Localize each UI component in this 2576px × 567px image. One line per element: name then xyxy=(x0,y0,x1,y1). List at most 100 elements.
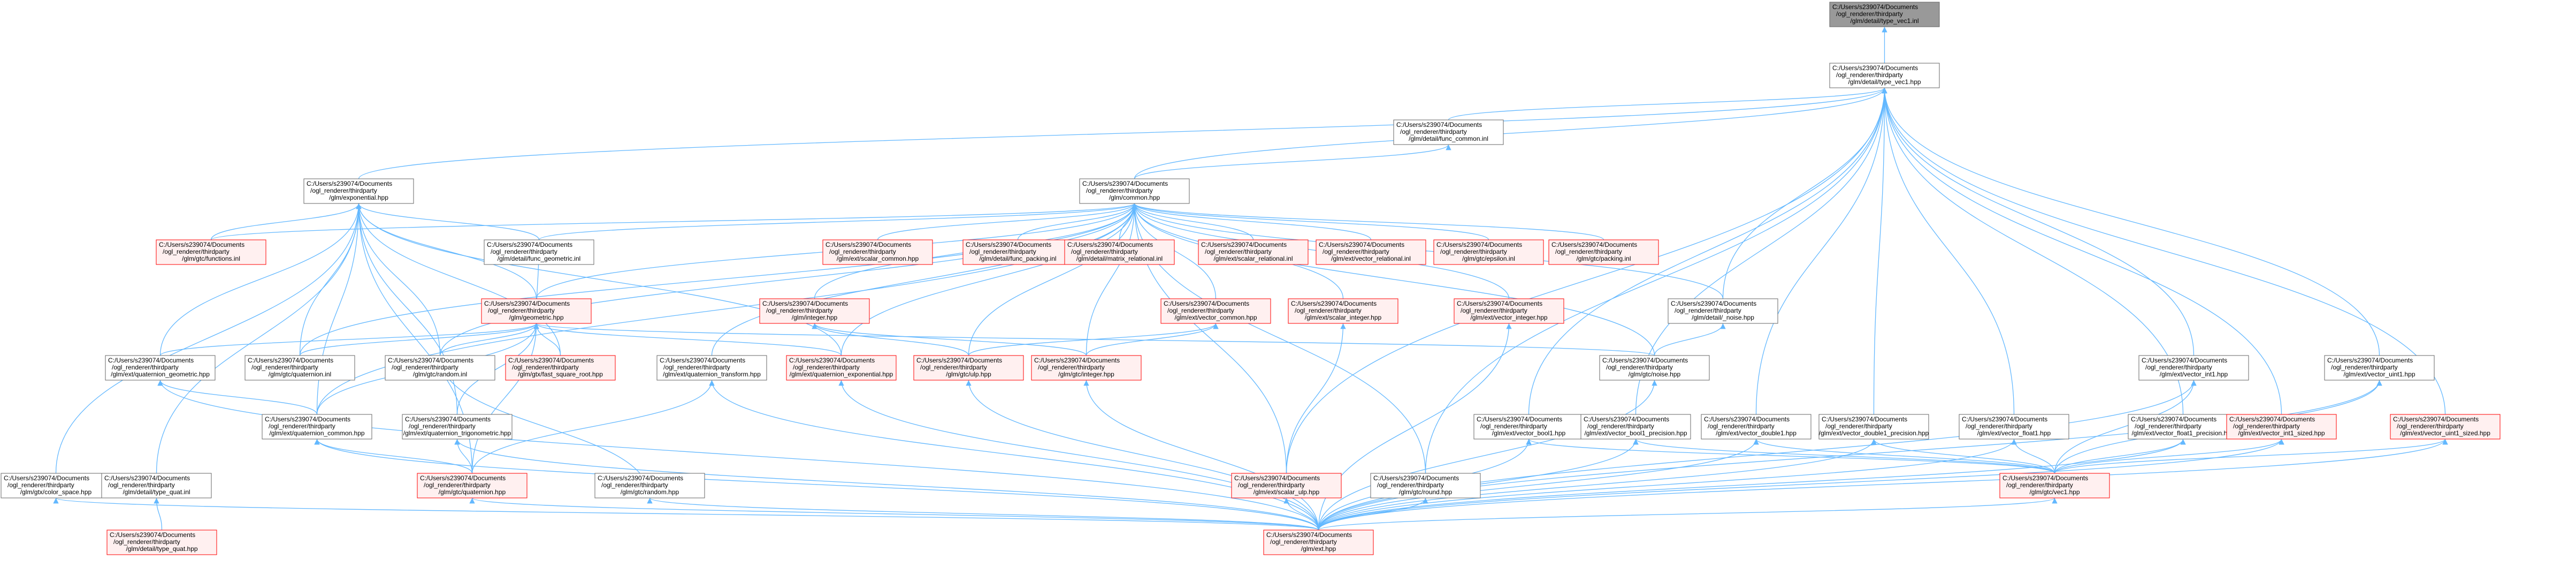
file-node[interactable]: C:/Users/s239074/Documents/ogl_renderer/… xyxy=(1263,530,1374,555)
dependency-edge xyxy=(1318,439,1877,531)
file-node[interactable]: C:/Users/s239074/Documents/ogl_renderer/… xyxy=(786,355,897,381)
dependency-edge xyxy=(1318,380,1657,531)
file-node-label-line: C:/Users/s239074/Documents xyxy=(1436,241,1522,248)
file-node[interactable]: C:/Users/s239074/Documents/ogl_renderer/… xyxy=(2390,414,2501,440)
file-node[interactable]: C:/Users/s239074/Documents/ogl_renderer/… xyxy=(962,239,1073,265)
file-node[interactable]: C:/Users/s239074/Documents/ogl_renderer/… xyxy=(1198,239,1309,265)
file-node-label-line: C:/Users/s239074/Documents xyxy=(2002,474,2088,482)
file-node[interactable]: C:/Users/s239074/Documents/ogl_renderer/… xyxy=(101,473,212,498)
file-node[interactable]: C:/Users/s239074/Documents/ogl_renderer/… xyxy=(2226,414,2337,440)
dependency-edge xyxy=(1882,87,2282,415)
file-node[interactable]: C:/Users/s239074/Documents/ogl_renderer/… xyxy=(1079,178,1190,204)
dependency-edge xyxy=(1448,87,1887,120)
dependency-edge xyxy=(1086,323,1219,356)
file-node-box xyxy=(303,178,414,204)
dependency-edge xyxy=(299,203,1137,356)
file-node-label-line: C:/Users/s239074/Documents xyxy=(1962,415,2047,423)
file-node[interactable]: C:/Users/s239074/Documents/ogl_renderer/… xyxy=(2128,414,2238,440)
file-node[interactable]: C:/Users/s239074/Documents/ogl_renderer/… xyxy=(1548,239,1659,265)
file-node-label-line: C:/Users/s239074/Documents xyxy=(1671,300,1756,307)
file-node-label-line: C:/Users/s239074/Documents xyxy=(1396,121,1482,128)
dependency-edge xyxy=(538,203,1137,240)
file-node-label-line: /glm/gtc/integer.hpp xyxy=(1058,371,1114,378)
file-node[interactable]: C:/Users/s239074/Documents/ogl_renderer/… xyxy=(1999,473,2110,498)
file-node[interactable]: C:/Users/s239074/Documents/ogl_renderer/… xyxy=(2324,355,2435,381)
dependency-edge xyxy=(299,323,539,356)
file-node-label-line: /ogl_renderer/thirdparty xyxy=(2135,422,2202,430)
file-node-label-line: C:/Users/s239074/Documents xyxy=(159,241,244,248)
file-node[interactable]: C:/Users/s239074/Documents/ogl_renderer/… xyxy=(1,473,111,498)
file-node[interactable]: C:/Users/s239074/Documents/ogl_renderer/… xyxy=(303,178,414,204)
file-node[interactable]: C:/Users/s239074/Documents/ogl_renderer/… xyxy=(1316,239,1426,265)
file-node[interactable]: C:/Users/s239074/Documents/ogl_renderer/… xyxy=(1370,473,1481,498)
file-node[interactable]: C:/Users/s239074/Documents/ogl_renderer/… xyxy=(1288,298,1398,324)
file-node-label-line: C:/Users/s239074/Documents xyxy=(916,357,1002,364)
dependency-edge xyxy=(55,203,362,474)
file-node-label-line: /ogl_renderer/thirdparty xyxy=(2331,364,2398,371)
dependency-edge xyxy=(159,203,362,356)
file-node[interactable]: C:/Users/s239074/Documents/ogl_renderer/… xyxy=(1064,239,1175,265)
file-node-label-line: /glm/ext/vector_float1.hpp xyxy=(1977,429,2051,437)
file-node[interactable]: C:/Users/s239074/Documents/ogl_renderer/… xyxy=(1580,414,1691,440)
file-node-label-line: /glm/ext/vector_int1_sized.hpp xyxy=(2238,429,2325,437)
file-node-label-line: /glm/gtc/random.inl xyxy=(413,371,467,378)
file-node-label-line: /glm/gtc/ulp.hpp xyxy=(946,371,991,378)
file-node[interactable]: C:/Users/s239074/Documents/ogl_renderer/… xyxy=(481,298,592,324)
file-node[interactable]: C:/Users/s239074/Documents/ogl_renderer/… xyxy=(2138,355,2249,381)
file-node-label-line: /ogl_renderer/thirdparty xyxy=(1440,248,1507,255)
file-node[interactable]: C:/Users/s239074/Documents/ogl_renderer/… xyxy=(484,239,594,265)
file-node-label-line: /glm/ext/vector_float1_precision.hpp xyxy=(2131,429,2234,437)
file-node[interactable]: C:/Users/s239074/Documents/ogl_renderer/… xyxy=(1231,473,1342,498)
file-node-box xyxy=(1160,298,1271,324)
file-node[interactable]: C:/Users/s239074/Documents/ogl_renderer/… xyxy=(1160,298,1271,324)
file-node[interactable]: C:/Users/s239074/Documents/ogl_renderer/… xyxy=(594,473,705,498)
file-node-label-line: /ogl_renderer/thirdparty xyxy=(392,364,458,371)
file-node[interactable]: C:/Users/s239074/Documents/ogl_renderer/… xyxy=(1701,414,1811,440)
file-node[interactable]: C:/Users/s239074/Documents/ogl_renderer/… xyxy=(1599,355,1710,381)
file-node-label-line: /ogl_renderer/thirdparty xyxy=(1836,10,1903,18)
dependency-edge xyxy=(647,497,1319,531)
file-node-label-line: /ogl_renderer/thirdparty xyxy=(1205,248,1272,255)
dependency-edge xyxy=(1425,87,1887,474)
dependency-edge xyxy=(1132,203,1254,240)
file-node[interactable]: C:/Users/s239074/Documents/ogl_renderer/… xyxy=(402,414,513,440)
file-node-label-line: /glm/ext/vector_bool1.hpp xyxy=(1492,429,1566,437)
file-node[interactable]: C:/Users/s239074/Documents/ogl_renderer/… xyxy=(1433,239,1544,265)
file-node[interactable]: C:/Users/s239074/Documents/ogl_renderer/… xyxy=(822,239,933,265)
file-node-label-line: /ogl_renderer/thirdparty xyxy=(1400,128,1467,135)
file-node[interactable]: C:/Users/s239074/Documents/ogl_renderer/… xyxy=(1031,355,1142,381)
dependency-edge xyxy=(877,203,1137,240)
file-node[interactable]: C:/Users/s239074/Documents/ogl_renderer/… xyxy=(1959,414,2069,440)
file-node[interactable]: C:/Users/s239074/Documents/ogl_renderer/… xyxy=(913,355,1024,381)
file-node[interactable]: C:/Users/s239074/Documents/ogl_renderer/… xyxy=(417,473,528,498)
file-node-label-line: C:/Users/s239074/Documents xyxy=(1457,300,1542,307)
file-node-label-line: /glm/ext/scalar_ulp.hpp xyxy=(1253,488,1320,496)
file-node-label-line: /ogl_renderer/thirdparty xyxy=(663,364,730,371)
dependency-edge xyxy=(210,203,362,240)
file-node-box xyxy=(385,355,495,381)
file-node-box xyxy=(1031,355,1142,381)
file-node[interactable]: C:/Users/s239074/Documents/ogl_renderer/… xyxy=(1818,414,1929,440)
file-node[interactable]: C:/Users/s239074/Documents/ogl_renderer/… xyxy=(106,530,217,555)
file-node-label-line: /ogl_renderer/thirdparty xyxy=(766,307,833,314)
dependency-edge xyxy=(314,439,1319,531)
file-node-label-line: C:/Users/s239074/Documents xyxy=(104,474,190,482)
file-node[interactable]: C:/Users/s239074/Documents/ogl_renderer/… xyxy=(656,355,767,381)
file-node-label-line: C:/Users/s239074/Documents xyxy=(660,357,745,364)
file-node[interactable]: C:/Users/s239074/Documents/ogl_renderer/… xyxy=(1668,298,1778,324)
file-node[interactable]: C:/Users/s239074/Documents/ogl_renderer/… xyxy=(244,355,355,381)
file-node[interactable]: C:/Users/s239074/Documents/ogl_renderer/… xyxy=(1393,119,1504,145)
file-node[interactable]: C:/Users/s239074/Documents/ogl_renderer/… xyxy=(1473,414,1584,440)
file-node-box xyxy=(1701,414,1811,440)
file-node[interactable]: C:/Users/s239074/Documents/ogl_renderer/… xyxy=(105,355,216,381)
file-node[interactable]: C:/Users/s239074/Documents/ogl_renderer/… xyxy=(1454,298,1564,324)
file-node-label-line: /glm/ext/vector_common.hpp xyxy=(1174,314,1257,321)
file-node-label-line: C:/Users/s239074/Documents xyxy=(1602,357,1688,364)
file-node[interactable]: C:/Users/s239074/Documents/ogl_renderer/… xyxy=(262,414,372,440)
file-node-box xyxy=(1454,298,1564,324)
file-node[interactable]: C:/Users/s239074/Documents/ogl_renderer/… xyxy=(1829,63,1940,88)
file-node[interactable]: C:/Users/s239074/Documents/ogl_renderer/… xyxy=(505,355,616,381)
file-node[interactable]: C:/Users/s239074/Documents/ogl_renderer/… xyxy=(759,298,870,324)
file-node[interactable]: C:/Users/s239074/Documents/ogl_renderer/… xyxy=(156,239,266,265)
file-node[interactable]: C:/Users/s239074/Documents/ogl_renderer/… xyxy=(385,355,495,381)
